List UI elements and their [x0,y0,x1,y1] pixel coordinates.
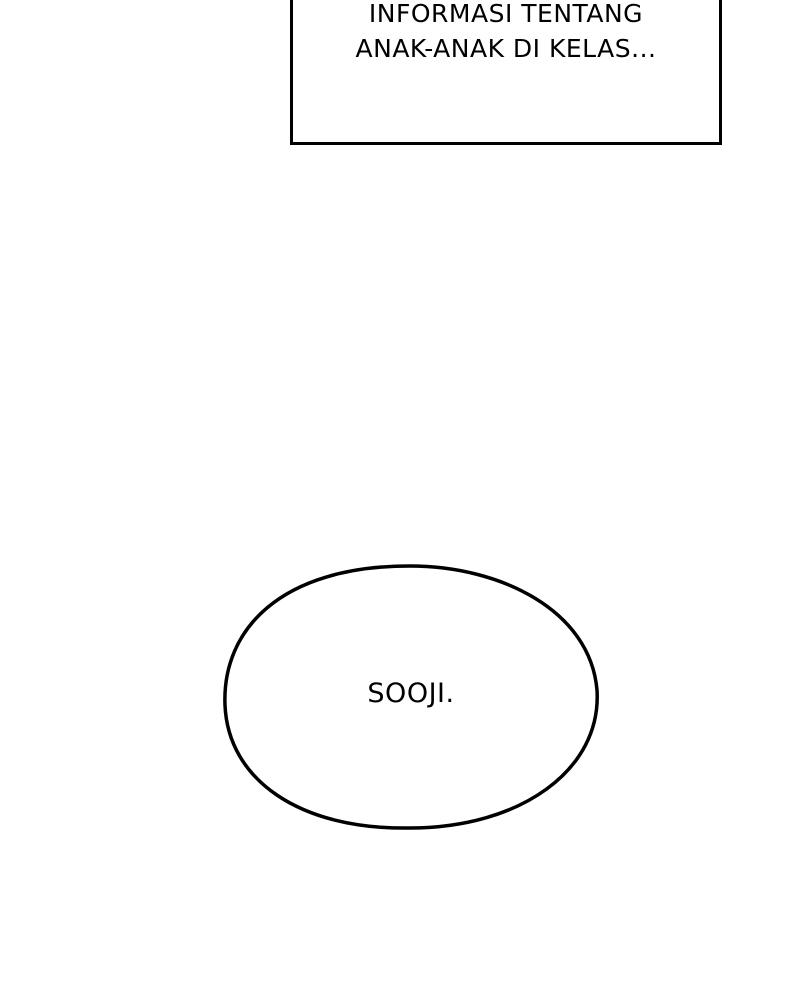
caption-line-1: INFORMASI TENTANG [368,0,644,28]
speech-bubble-text: SOOJI. [367,678,455,709]
speech-bubble-outline [223,564,599,830]
caption-line-2: ANAK-ANAK DI KELAS... [355,34,657,63]
narration-caption-box: INFORMASI TENTANG ANAK-ANAK DI KELAS... [290,0,722,145]
